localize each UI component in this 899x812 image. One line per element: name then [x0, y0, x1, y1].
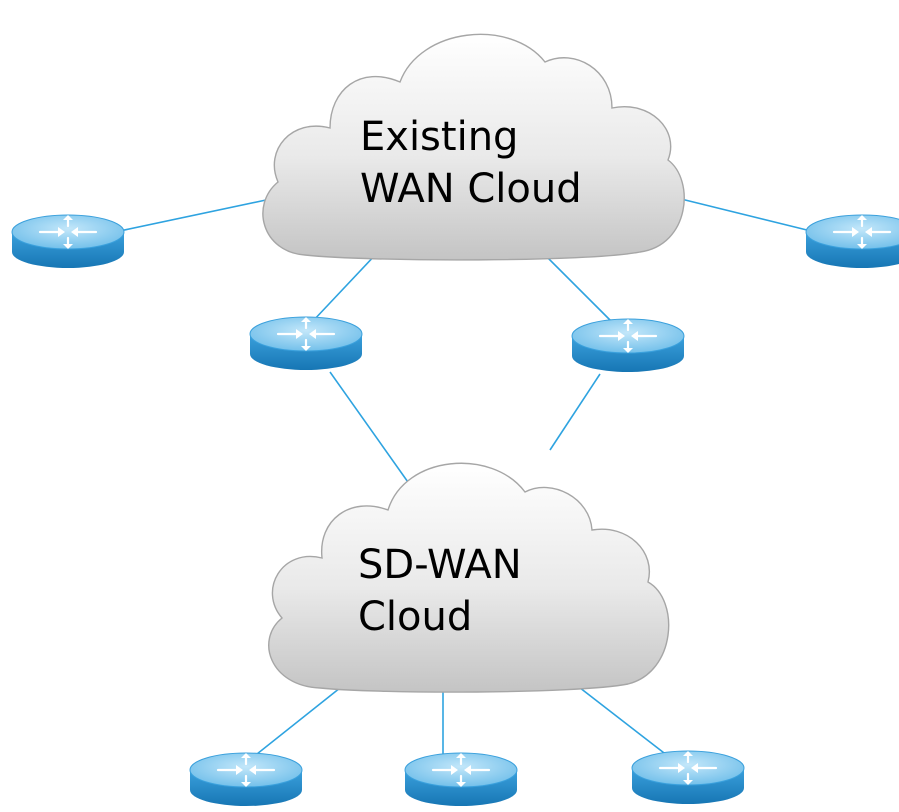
link-existing-to-mid-left	[311, 251, 379, 323]
link-existing-to-mid-right	[543, 253, 613, 323]
existing-wan-cloud-shape	[262, 33, 685, 261]
router-icon	[804, 213, 899, 270]
router-icon	[10, 213, 126, 270]
router-icon	[570, 317, 686, 374]
link-sdwan-to-bottom-left	[251, 683, 346, 759]
links	[114, 196, 816, 759]
existing-wan-cloud: Existing WAN Cloud	[262, 33, 685, 261]
link-right-router	[672, 196, 816, 233]
router-icon	[403, 751, 519, 808]
sdwan-cloud-shape	[268, 462, 670, 693]
sdwan-cloud: SD-WAN Cloud	[268, 462, 670, 693]
sdwan-cloud-label-line2: Cloud	[358, 594, 472, 640]
router-icon	[248, 315, 364, 372]
existing-cloud-label-line1: Existing	[360, 114, 518, 160]
router-icon	[188, 751, 304, 808]
sdwan-cloud-label-line1: SD-WAN	[358, 542, 522, 588]
link-mid-right-to-sdwan	[549, 373, 601, 451]
router-icon	[630, 749, 746, 806]
link-mid-left-to-sdwan	[329, 371, 416, 493]
existing-cloud-label-line2: WAN Cloud	[360, 166, 582, 212]
link-sdwan-to-bottom-right	[574, 683, 669, 757]
link-left-router	[114, 199, 267, 233]
